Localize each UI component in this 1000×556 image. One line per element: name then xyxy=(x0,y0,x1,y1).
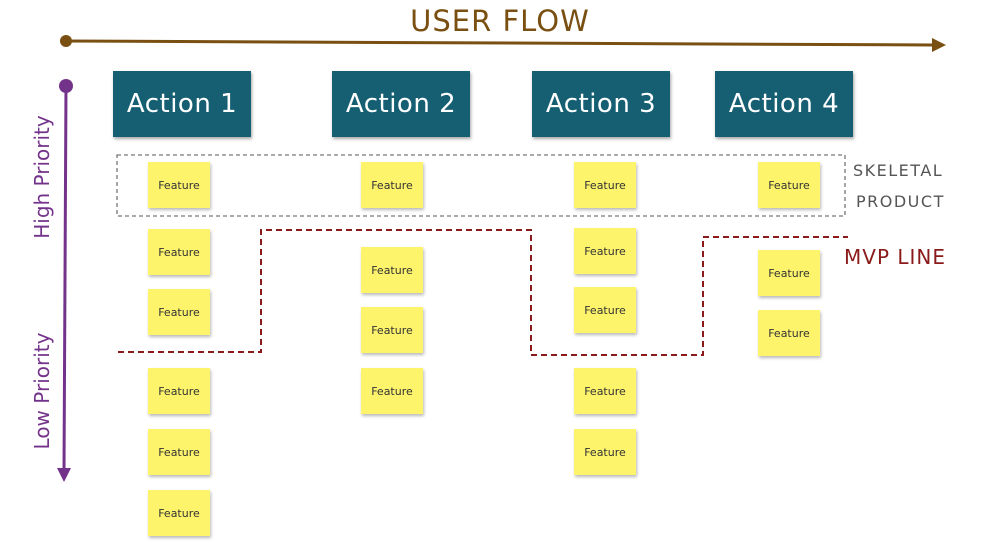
user-flow-title: USER FLOW xyxy=(410,4,590,38)
action-4-box: Action 4 xyxy=(715,71,853,137)
low-priority-label: Low Priority xyxy=(30,332,54,450)
user-flow-arrow xyxy=(60,35,946,52)
product-label: PRODUCT xyxy=(856,192,945,211)
feature-note: Feature xyxy=(574,429,636,475)
mvp-line xyxy=(118,229,848,356)
feature-note: Feature xyxy=(758,310,820,356)
feature-note: Feature xyxy=(574,162,636,208)
action-3-box: Action 3 xyxy=(532,71,670,137)
feature-note: Feature xyxy=(148,289,210,335)
skeletal-product-box xyxy=(116,154,846,217)
feature-note: Feature xyxy=(361,247,423,293)
feature-note: Feature xyxy=(758,250,820,296)
priority-arrow xyxy=(57,79,73,482)
feature-note: Feature xyxy=(148,490,210,536)
feature-note: Feature xyxy=(574,228,636,274)
mvp-line-label: MVP LINE xyxy=(844,245,946,269)
feature-note: Feature xyxy=(361,368,423,414)
high-priority-label: High Priority xyxy=(30,115,54,239)
feature-note: Feature xyxy=(361,162,423,208)
feature-note: Feature xyxy=(148,429,210,475)
feature-note: Feature xyxy=(148,162,210,208)
feature-note: Feature xyxy=(574,287,636,333)
feature-note: Feature xyxy=(148,368,210,414)
feature-note: Feature xyxy=(758,162,820,208)
feature-note: Feature xyxy=(361,307,423,353)
skeletal-label: SKELETAL xyxy=(853,161,944,180)
feature-note: Feature xyxy=(148,229,210,275)
feature-note: Feature xyxy=(574,368,636,414)
action-2-box: Action 2 xyxy=(332,71,470,137)
action-1-box: Action 1 xyxy=(113,71,251,137)
